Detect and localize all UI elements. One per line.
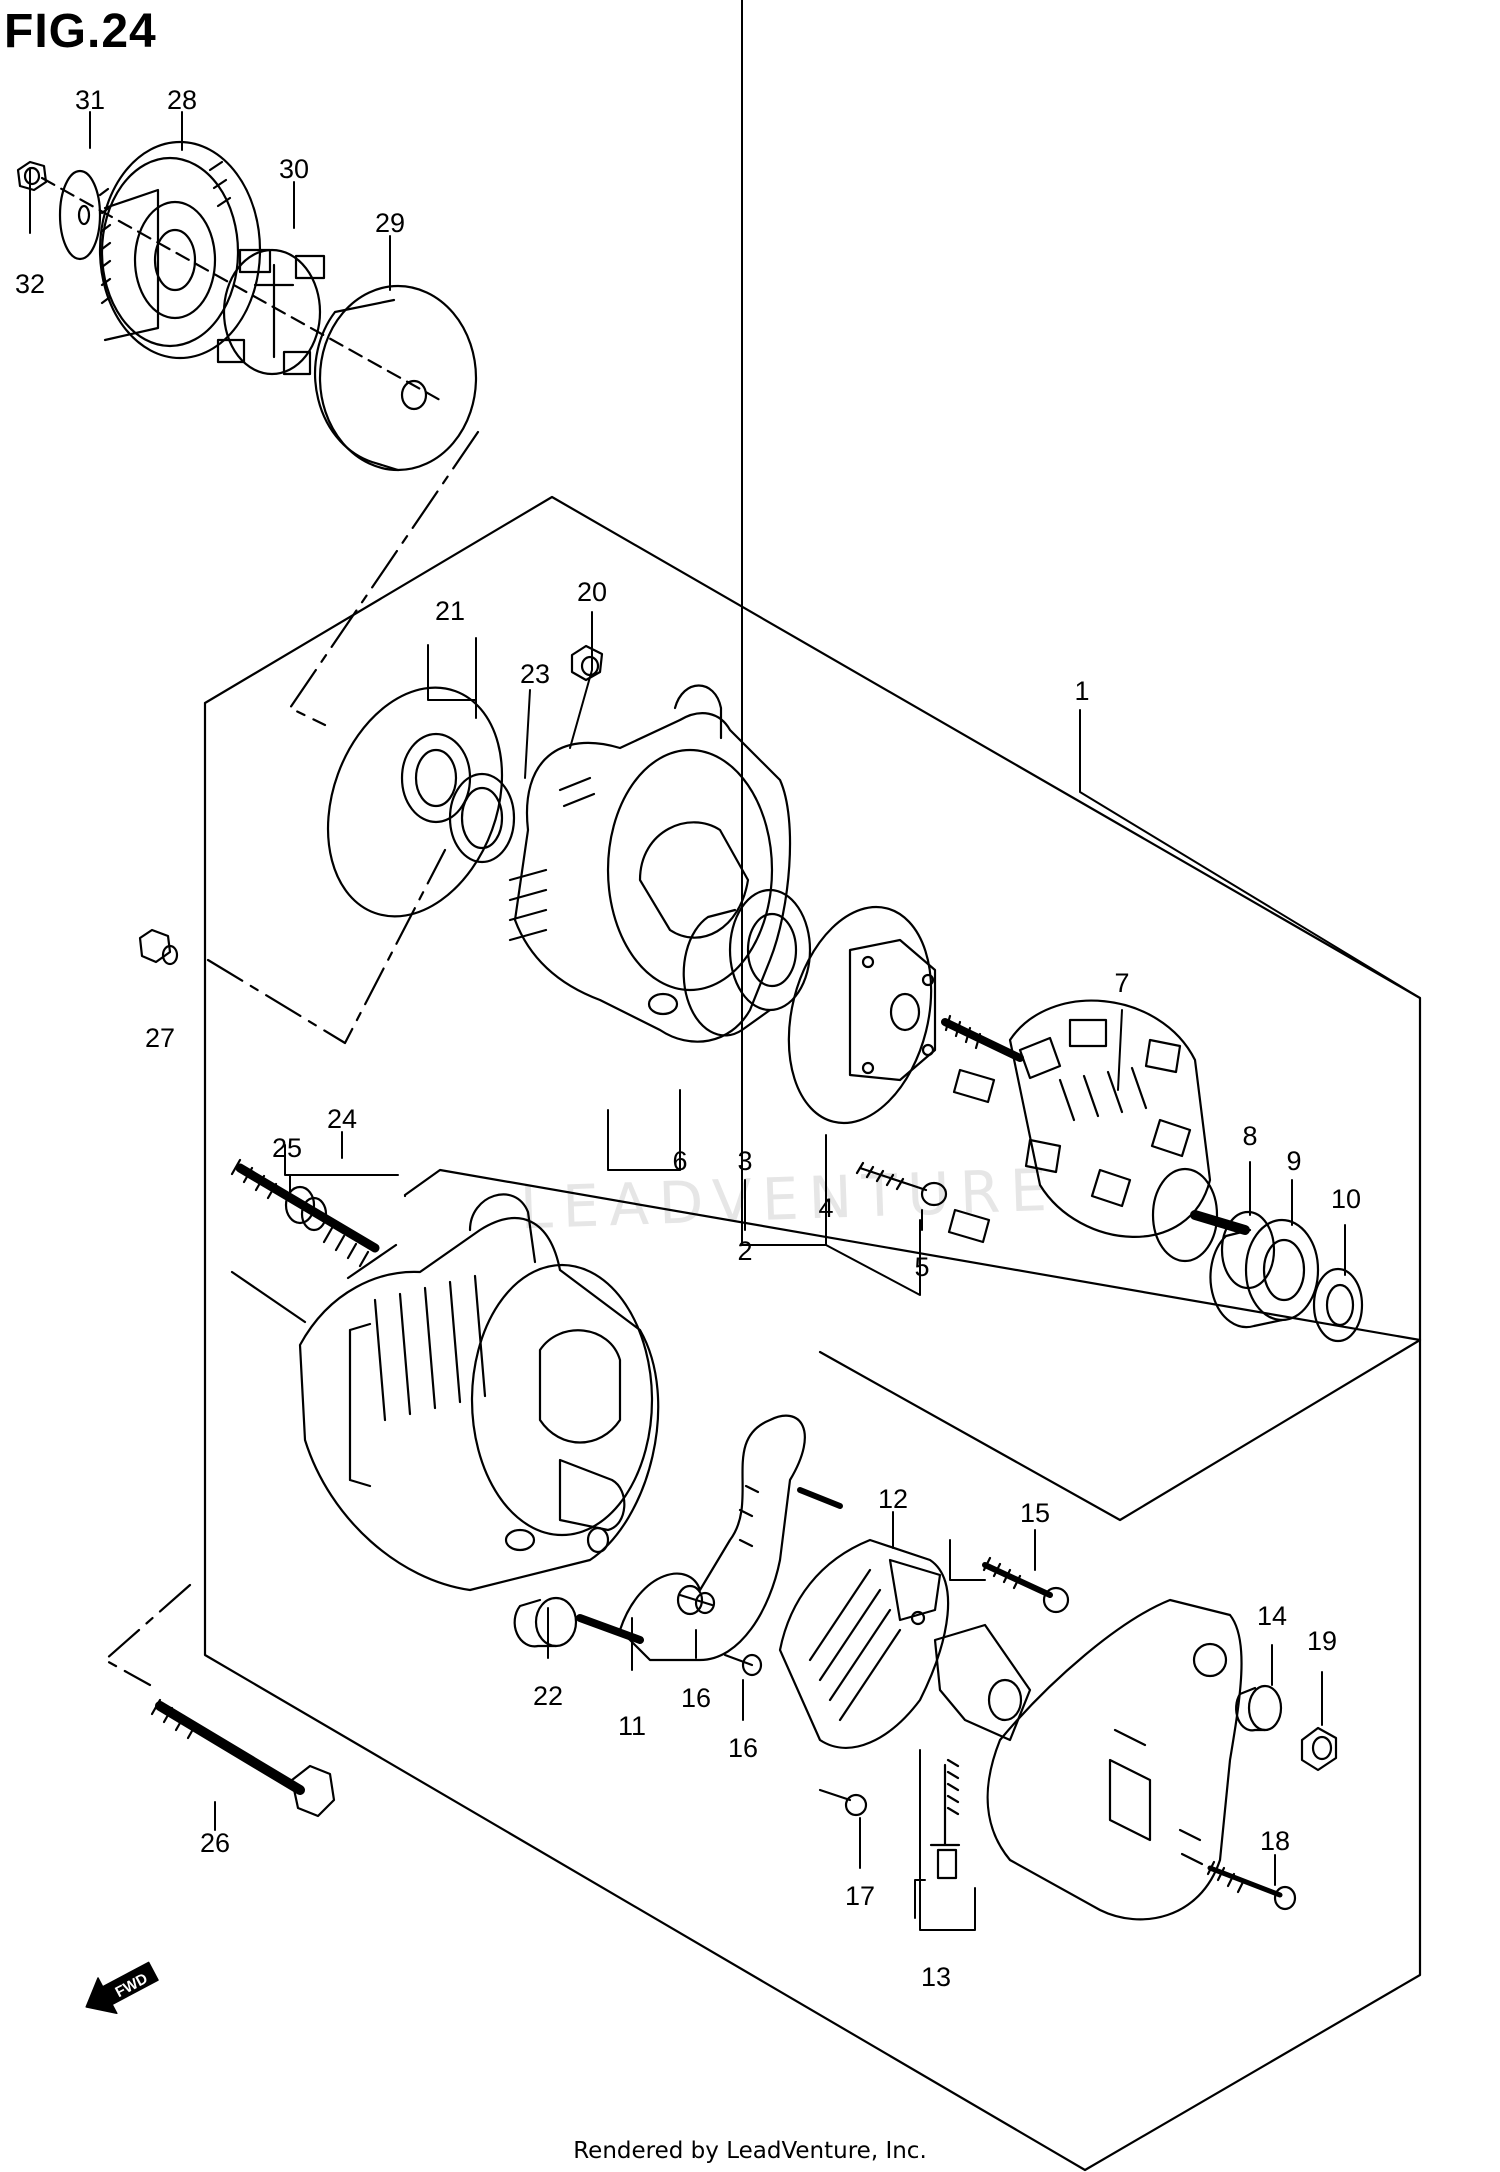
rotor-7 bbox=[941, 999, 1250, 1263]
callout-12: 12 bbox=[878, 1484, 908, 1514]
rectifier-11 bbox=[576, 1414, 843, 1662]
retainer-10 bbox=[1312, 1267, 1364, 1343]
bolt-16a bbox=[678, 1591, 716, 1615]
screw-17 bbox=[818, 1788, 868, 1817]
callout-24: 24 bbox=[327, 1104, 357, 1134]
pulley-28 bbox=[98, 140, 262, 360]
callout-7: 7 bbox=[1114, 968, 1129, 998]
callout-22: 22 bbox=[533, 1681, 563, 1711]
nut-19 bbox=[1300, 1726, 1338, 1772]
screw-5 bbox=[855, 1161, 948, 1207]
callout-13: 13 bbox=[921, 1962, 951, 1992]
callout-labels: 1 2 3 4 5 6 7 8 9 10 11 12 13 14 15 16 1… bbox=[15, 85, 1361, 1992]
callout-23: 23 bbox=[520, 659, 550, 689]
rear-housing-group bbox=[230, 1158, 660, 1648]
callout-4: 4 bbox=[818, 1193, 833, 1223]
footer-credit: Rendered by LeadVenture, Inc. bbox=[573, 2138, 927, 2164]
callout-16-upper: 16 bbox=[681, 1683, 711, 1713]
callout-14: 14 bbox=[1257, 1601, 1287, 1631]
collar-22 bbox=[513, 1596, 578, 1648]
callout-31: 31 bbox=[75, 85, 105, 115]
through-bolt-26 bbox=[150, 1698, 336, 1818]
front-housing-group bbox=[138, 644, 948, 1207]
figure-title: FIG.24 bbox=[4, 5, 157, 58]
callout-9: 9 bbox=[1286, 1146, 1301, 1176]
callout-29: 29 bbox=[375, 208, 405, 238]
callout-27: 27 bbox=[145, 1023, 175, 1053]
retainer-plate-4 bbox=[787, 905, 937, 1125]
callout-26: 26 bbox=[200, 1828, 230, 1858]
brush-holder-13 bbox=[929, 1623, 1032, 1880]
callout-32: 32 bbox=[15, 269, 45, 299]
regulator-12 bbox=[778, 1538, 950, 1749]
callout-3: 3 bbox=[737, 1146, 752, 1176]
washer-31 bbox=[58, 169, 102, 261]
callout-19: 19 bbox=[1307, 1626, 1337, 1656]
cover-plate-21 bbox=[326, 686, 504, 918]
callout-1: 1 bbox=[1074, 676, 1089, 706]
front-housing bbox=[508, 684, 792, 1043]
callout-18: 18 bbox=[1260, 1826, 1290, 1856]
callout-28: 28 bbox=[167, 85, 197, 115]
rectifier-group bbox=[576, 1414, 1338, 1921]
damper-30 bbox=[216, 248, 326, 376]
callout-2: 2 bbox=[737, 1236, 752, 1266]
nut-32 bbox=[16, 160, 48, 192]
insulator-14 bbox=[1235, 1684, 1283, 1732]
callout-25: 25 bbox=[272, 1133, 302, 1163]
callout-16-lower: 16 bbox=[728, 1733, 758, 1763]
bearing-9 bbox=[1209, 1218, 1320, 1329]
rotor-group bbox=[941, 999, 1364, 1343]
fwd-arrow: FWD bbox=[85, 1961, 159, 2015]
callout-11: 11 bbox=[618, 1711, 646, 1741]
nut-20 bbox=[570, 644, 604, 682]
cover-29 bbox=[314, 284, 478, 472]
bolt-18 bbox=[1206, 1860, 1297, 1911]
callout-21: 21 bbox=[435, 596, 465, 626]
pulley-group bbox=[16, 140, 478, 472]
bearing-3 bbox=[682, 888, 812, 1037]
callout-30: 30 bbox=[279, 154, 309, 184]
bolt-16b bbox=[723, 1653, 763, 1677]
rear-housing-24 bbox=[298, 1193, 660, 1592]
callout-6: 6 bbox=[672, 1146, 687, 1176]
callout-8: 8 bbox=[1242, 1121, 1257, 1151]
stud-25 bbox=[230, 1158, 380, 1268]
leader-lines bbox=[29, 0, 1421, 1931]
collar-23 bbox=[448, 772, 516, 864]
rotor-subbox bbox=[403, 1168, 1422, 1522]
callout-10: 10 bbox=[1331, 1184, 1361, 1214]
callout-5: 5 bbox=[914, 1252, 929, 1282]
bolt-15 bbox=[982, 1556, 1070, 1614]
callout-20: 20 bbox=[577, 577, 607, 607]
callout-17: 17 bbox=[845, 1881, 875, 1911]
callout-15: 15 bbox=[1020, 1498, 1050, 1528]
rear-cover bbox=[986, 1598, 1243, 1921]
nut-27 bbox=[138, 928, 179, 966]
leader-pulley-to-21 bbox=[288, 430, 480, 727]
assembly-outline bbox=[203, 495, 1422, 2172]
